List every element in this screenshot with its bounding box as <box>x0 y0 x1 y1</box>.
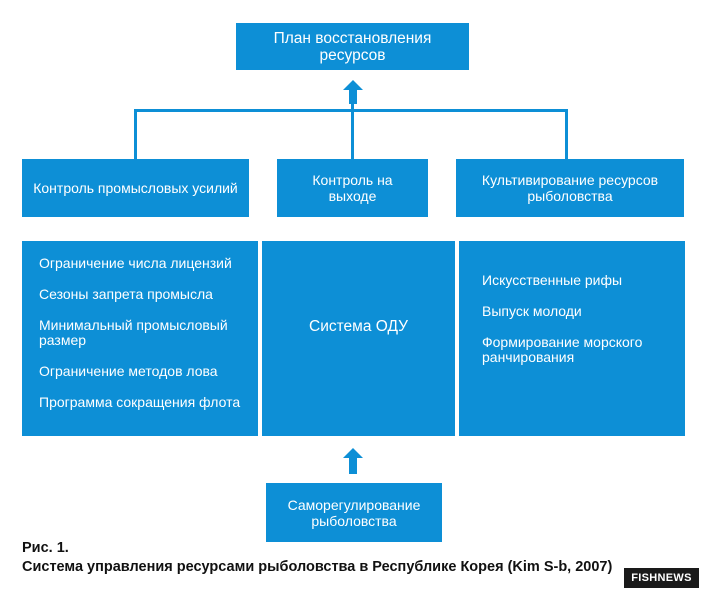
list-item: Выпуск молоди <box>482 303 582 319</box>
category-label: Контроль на выходе <box>312 172 393 204</box>
measures-right-list: Искусственные рифы Выпуск молоди Формиро… <box>482 273 678 381</box>
center-measure-label: Система ОДУ <box>309 318 408 335</box>
bottom-box-label: Саморегулирование рыболовства <box>287 496 421 529</box>
top-box: План восстановления ресурсов <box>236 23 469 70</box>
top-box-label: План восстановления ресурсов <box>273 29 432 64</box>
bottom-box: Саморегулирование рыболовства <box>266 483 442 542</box>
measures-right-box: Искусственные рифы Выпуск молоди Формиро… <box>459 241 685 436</box>
category-resource-cultivation: Культивирование ресурсов рыболовства <box>456 159 684 217</box>
list-item: Ограничение числа лицензий <box>39 255 232 271</box>
measures-center-box: Система ОДУ <box>262 241 455 436</box>
list-item: Сезоны запрета промысла <box>39 286 213 302</box>
connector-stem <box>351 103 354 111</box>
measures-left-list: Ограничение числа лицензий Сезоны запрет… <box>39 256 249 426</box>
fishnews-logo: FISHNEWS <box>624 568 699 588</box>
connector-center <box>351 109 354 160</box>
list-item: Ограничение методов лова <box>39 363 218 379</box>
connector-right <box>565 109 568 160</box>
list-item: Искусственные рифы <box>482 272 623 288</box>
figure-label: Рис. 1. <box>22 540 69 556</box>
category-label: Культивирование ресурсов рыболовства <box>481 172 659 204</box>
list-item: Программа сокращения флота <box>39 394 241 410</box>
category-output-control: Контроль на выходе <box>277 159 428 217</box>
logo-text: FISHNEWS <box>631 572 692 584</box>
arrow-up-icon <box>343 80 363 104</box>
category-effort-control: Контроль промысловых усилий <box>22 159 249 217</box>
arrow-up-icon <box>343 448 363 474</box>
list-item: Минимальный промысловый размер <box>39 317 228 348</box>
figure-caption: Система управления ресурсами рыболовства… <box>22 559 613 575</box>
list-item: Формирование морского ранчирования <box>482 334 643 365</box>
connector-left <box>134 109 137 160</box>
measures-left-box: Ограничение числа лицензий Сезоны запрет… <box>22 241 258 436</box>
category-label: Контроль промысловых усилий <box>33 180 238 196</box>
